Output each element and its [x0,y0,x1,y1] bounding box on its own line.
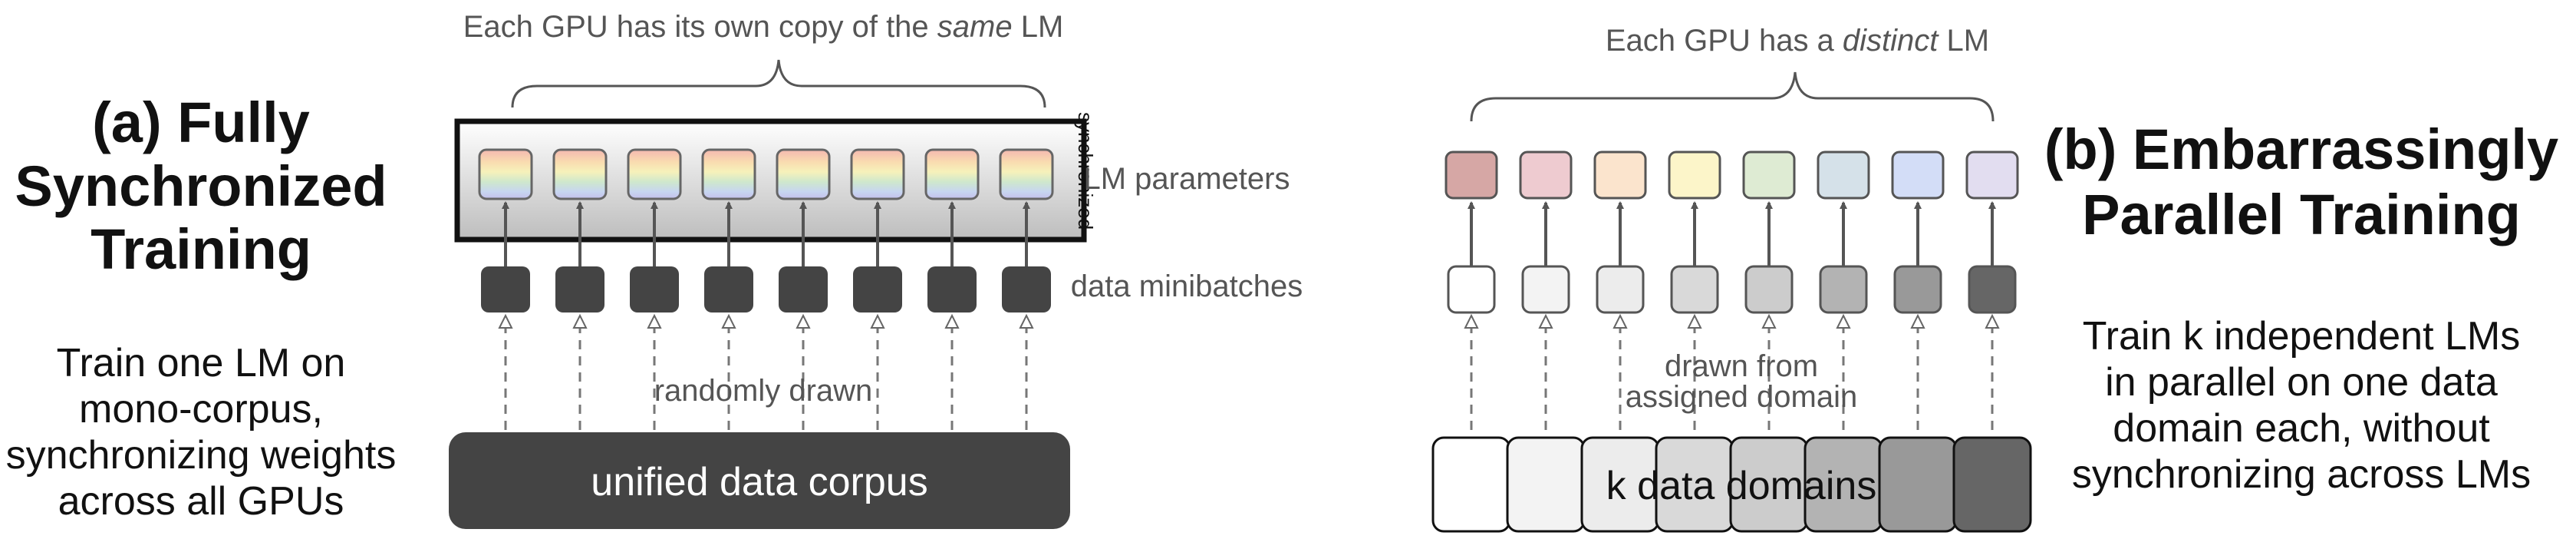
right-minibatch [1744,265,1794,314]
left-brace-caption-suffix: LM [1013,10,1064,44]
right-minibatch [1893,265,1942,314]
right-minibatch [1447,265,1496,314]
right-lm-params [1891,150,1945,200]
right-description-line-3: domain each, without [2113,406,2490,451]
left-minibatch [927,266,977,312]
right-description-line-2: in parallel on one data [2105,360,2498,405]
data-domain-block [1952,436,2032,533]
left-description-line-2: mono-corpus, [79,387,323,432]
right-brace-caption-text: Each GPU has a [1606,24,1843,58]
left-title-line-3: Training [91,217,311,281]
left-minibatch [704,266,753,312]
left-description-line-1: Train one LM on [57,341,346,385]
left-minibatch [853,266,902,312]
lm-parameters-label: LM parameters [1084,162,1290,196]
synchronized-label: synchronized [1074,112,1097,230]
left-description: Train one LM on mono-corpus, synchronizi… [6,341,397,524]
left-minibatch [555,266,604,312]
left-lm-params [478,148,533,200]
left-gpu-columns [478,148,1054,430]
right-minibatch [1596,265,1645,314]
right-lm-params [1817,150,1870,200]
right-minibatch [1521,265,1570,314]
left-description-line-4: across all GPUs [58,479,344,524]
data-minibatches-label: data minibatches [1071,270,1303,303]
left-brace-caption: Each GPU has its own copy of the same LM [463,10,1064,44]
data-domain-block [1506,436,1586,533]
left-lm-params [776,148,831,200]
right-lm-params [1593,150,1647,200]
right-minibatch [1819,265,1868,314]
left-lm-params [552,148,608,200]
unified-corpus-block [449,432,1070,529]
data-domain-block [1431,436,1511,533]
right-brace [1470,71,1995,122]
right-title: (b) Embarrassingly Parallel Training [2044,117,2558,246]
right-brace-caption-emphasis: distinct [1843,24,1939,58]
right-title-line-2: Parallel Training [2082,183,2521,246]
unified-corpus-label: unified data corpus [591,460,927,504]
left-title-line-2: Synchronized [15,154,387,218]
right-title-line-1: (b) Embarrassingly [2044,117,2558,181]
right-lm-params [1742,150,1796,200]
data-domain-block [1878,436,1958,533]
right-description: Train k independent LMs in parallel on o… [2072,314,2531,497]
left-minibatch [1002,266,1051,312]
right-description-line-1: Train k independent LMs [2083,314,2520,359]
data-domain-blocks [1431,436,2032,533]
left-brace-caption-text: Each GPU has its own copy of the [463,10,937,44]
left-title-line-1: (a) Fully [92,91,310,154]
right-minibatch [1670,265,1719,314]
left-lm-params [627,148,682,200]
right-lm-params [1965,150,2019,200]
left-lm-params [850,148,905,200]
right-lm-params [1668,150,1721,200]
right-brace-caption-suffix: LM [1938,24,1989,58]
left-arrow-label: randomly drawn [654,374,873,408]
synchronized-box [454,118,1087,243]
right-minibatch [1968,265,2017,314]
data-domains-label: k data domains [1606,464,1877,508]
right-gpu-columns [1444,150,2019,430]
right-lm-params [1444,150,1498,200]
right-brace-caption: Each GPU has a distinct LM [1606,24,1989,58]
left-description-line-3: synchronizing weights [6,433,397,478]
left-minibatch [779,266,828,312]
left-minibatch [481,266,530,312]
right-description-line-4: synchronizing across LMs [2072,452,2531,497]
left-title: (a) Fully Synchronized Training [15,91,387,281]
left-brace-caption-emphasis: same [937,10,1013,44]
left-lm-params [999,148,1054,200]
left-minibatch [630,266,679,312]
right-lm-params [1519,150,1573,200]
left-lm-params [924,148,980,200]
left-lm-params [701,148,756,200]
right-arrow-label-line-2: assigned domain [1626,380,1857,414]
right-arrow-label-line-1: drawn from [1665,349,1818,383]
left-brace [511,59,1046,108]
